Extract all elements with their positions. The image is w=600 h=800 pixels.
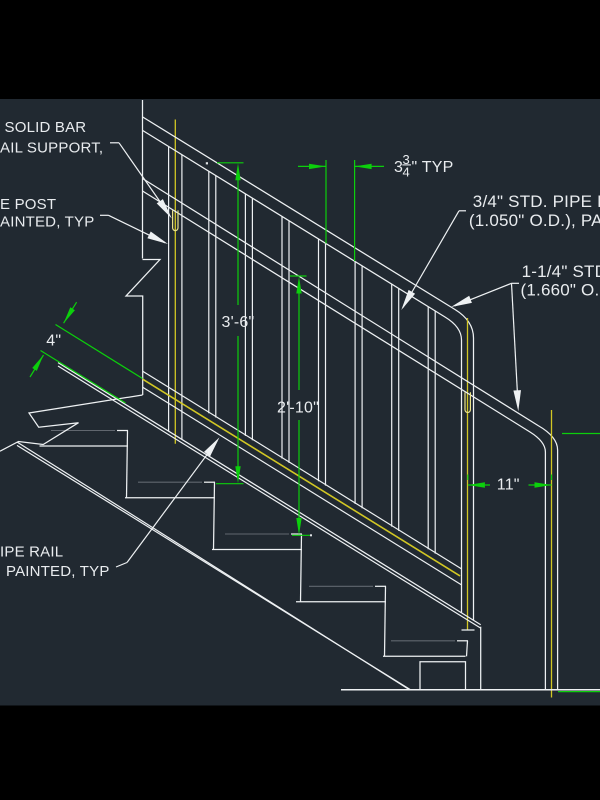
svg-text:4: 4 — [403, 165, 410, 180]
svg-text:3: 3 — [394, 159, 403, 176]
svg-text:3'-6": 3'-6" — [222, 314, 255, 331]
svg-text:E POST: E POST — [0, 196, 56, 213]
svg-text:1-1/4" STD. PIPE RAIL: 1-1/4" STD. PIPE RAIL — [522, 262, 600, 281]
svg-text:PAINTED, TYP: PAINTED, TYP — [6, 563, 110, 580]
svg-text:4": 4" — [46, 333, 61, 350]
svg-text:" TYP: " TYP — [412, 159, 454, 176]
svg-text:3/4" STD. PIPE BALUSTERS: 3/4" STD. PIPE BALUSTERS — [473, 192, 600, 211]
svg-text:(1.050" O.D.), PAINTED, TYP: (1.050" O.D.), PAINTED, TYP — [469, 211, 600, 230]
svg-text:(1.660" O.D.), PAINTED: (1.660" O.D.), PAINTED — [521, 280, 600, 299]
svg-text:2'-10": 2'-10" — [277, 400, 319, 417]
svg-text:11": 11" — [497, 477, 520, 494]
svg-text:SOLID BAR: SOLID BAR — [5, 119, 87, 136]
svg-text:AIL SUPPORT,: AIL SUPPORT, — [0, 139, 103, 156]
svg-text:AINTED, TYP: AINTED, TYP — [0, 214, 94, 231]
svg-text:IPE RAIL: IPE RAIL — [0, 544, 63, 561]
svg-text:3: 3 — [403, 152, 410, 167]
